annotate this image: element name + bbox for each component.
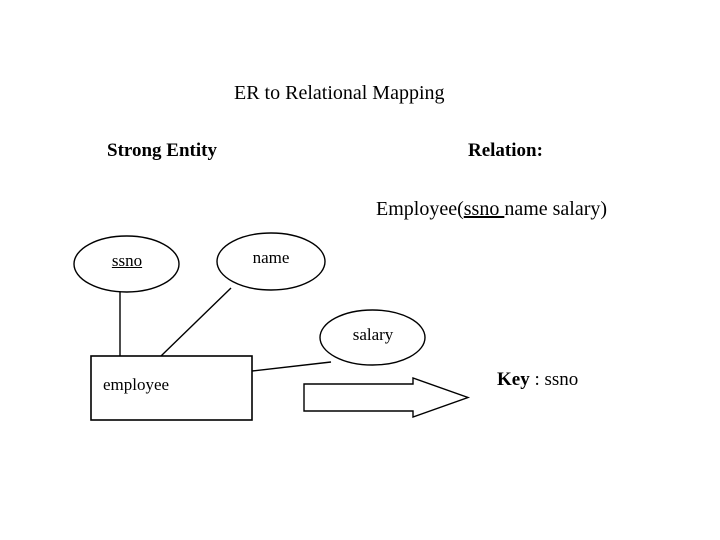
- key-note-value: : ssno: [529, 369, 579, 390]
- attribute-label-ssno: ssno: [111, 251, 143, 270]
- key-note-label: Key: [497, 369, 530, 390]
- entity-label-employee: employee: [103, 375, 170, 394]
- heading-relation: Relation:: [468, 140, 543, 161]
- attribute-ellipse-ssno: [73, 235, 180, 293]
- heading-strong-entity: Strong Entity: [107, 140, 217, 161]
- schema-primary-key: ssno: [463, 198, 505, 220]
- entity-rectangle-employee: [90, 355, 253, 421]
- schema-attributes: name salary: [504, 198, 601, 220]
- key-note-text: Key : ssno: [497, 370, 578, 389]
- attribute-label-name: name: [252, 248, 290, 267]
- mapping-arrow-icon: [303, 377, 471, 418]
- attribute-label-salary: salary: [352, 325, 394, 344]
- relation-schema-text: Employee(ssno name salary): [376, 199, 607, 219]
- schema-close-paren: ): [600, 198, 608, 220]
- connector-name-to-employee: [160, 287, 232, 357]
- page-title: ER to Relational Mapping: [234, 82, 445, 104]
- schema-table-name: Employee(: [376, 198, 464, 220]
- attribute-ellipse-salary: [319, 309, 426, 366]
- connector-employee-to-salary: [251, 361, 332, 372]
- attribute-ellipse-name: [216, 232, 326, 291]
